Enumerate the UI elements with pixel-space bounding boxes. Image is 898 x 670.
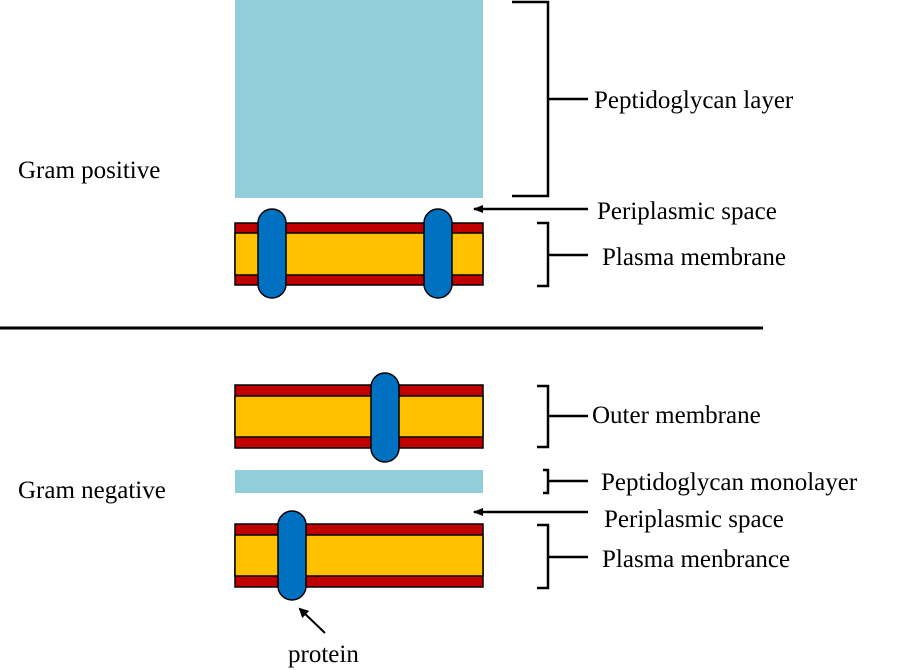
gram-positive-section: Gram positive Peptidoglycan layer Peripl… [18,0,794,299]
bracket-plasma-gp [537,221,588,288]
bracket-plasma-gn [537,523,588,590]
outer-membrane [234,372,484,463]
label-plasma-membrane-gn: Plasma menbrance [602,546,790,573]
bracket-peptidoglycan-monolayer [543,468,588,495]
plasma-membrane-gn [234,510,484,601]
protein-channel [423,208,453,299]
protein-channel [370,372,400,463]
arrow-protein [298,607,326,634]
plasma-membrane-gp [234,208,484,299]
label-peptidoglycan-monolayer: Peptidoglycan monolayer [601,469,858,496]
gram-positive-title: Gram positive [18,157,160,184]
gram-negative-title: Gram negative [18,477,166,504]
label-peptidoglycan-layer: Peptidoglycan layer [594,87,794,114]
gram-negative-section: Gram negative Outer membrane Peptidoglyc… [18,372,858,668]
label-protein: protein [288,641,359,668]
label-outer-membrane: Outer membrane [592,402,761,429]
protein-channel [277,510,307,601]
protein-channel [257,208,287,299]
peptidoglycan-monolayer-block [235,470,483,493]
peptidoglycan-layer-block [235,0,483,198]
label-plasma-membrane-gp: Plasma membrane [602,244,786,271]
label-periplasmic-space-gp: Periplasmic space [597,198,777,225]
bracket-peptidoglycan [512,0,588,198]
bracket-outer-membrane [537,384,588,449]
label-periplasmic-space-gn: Periplasmic space [604,506,784,533]
